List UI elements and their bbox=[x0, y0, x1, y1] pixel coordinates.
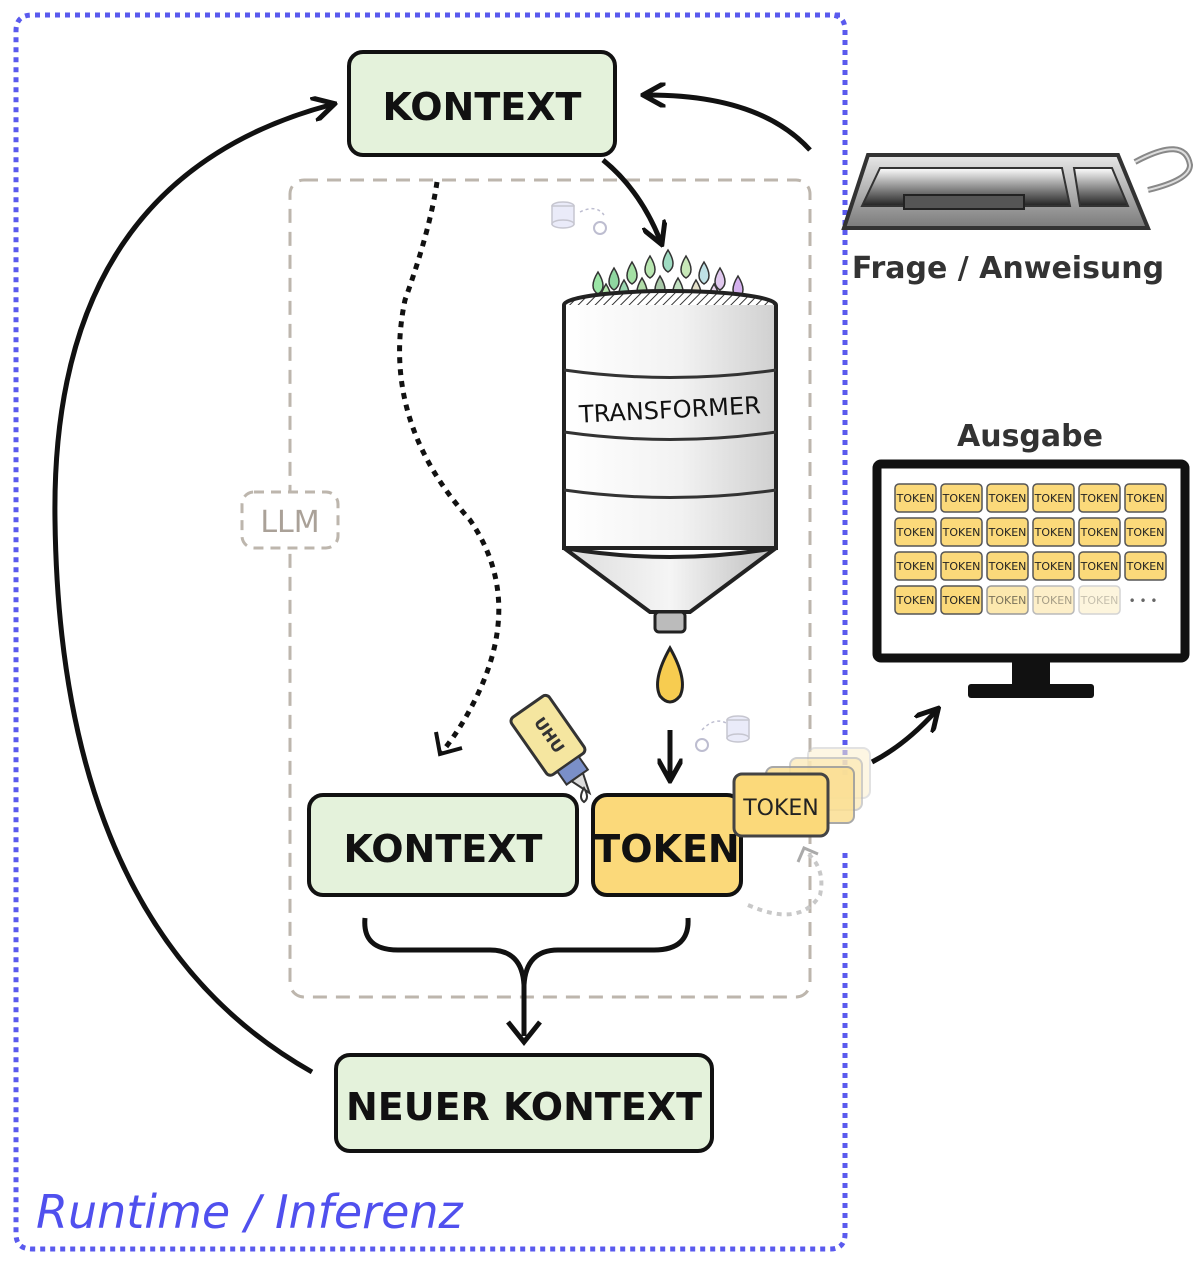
token-stack bbox=[732, 747, 871, 838]
output-token-cell bbox=[894, 585, 937, 615]
output-token-text: TOKEN bbox=[988, 560, 1027, 573]
dotted-arrow-head bbox=[434, 731, 463, 757]
output-token-text: TOKEN bbox=[896, 492, 935, 505]
output-token-text: TOKEN bbox=[1034, 526, 1073, 539]
glue-tube-icon bbox=[509, 693, 592, 804]
output-token-cell bbox=[1078, 483, 1121, 513]
arrow-token-to-output bbox=[870, 712, 935, 765]
output-token-cell bbox=[1032, 517, 1075, 547]
llm-badge bbox=[240, 490, 340, 550]
neuer-kontext-box bbox=[334, 1053, 714, 1153]
dotted-arrow-context-copy bbox=[397, 181, 502, 754]
output-token-cell bbox=[986, 585, 1029, 615]
output-token-text: TOKEN bbox=[942, 492, 981, 505]
output-ellipsis: • • • bbox=[1129, 594, 1158, 608]
output-token-cell bbox=[1032, 551, 1075, 581]
output-token-cell bbox=[1032, 585, 1075, 615]
token-box bbox=[591, 793, 743, 897]
dotted-feedback-arrow bbox=[747, 850, 824, 917]
ausgabe-label: Ausgabe bbox=[957, 419, 1103, 454]
output-token-cell bbox=[940, 551, 983, 581]
output-token-cell bbox=[1078, 551, 1121, 581]
output-token-text: TOKEN bbox=[1034, 492, 1073, 505]
output-token-cell bbox=[894, 517, 937, 547]
output-token-text: TOKEN bbox=[988, 492, 1027, 505]
output-token-text: TOKEN bbox=[1034, 594, 1073, 607]
frage-label: Frage / Anweisung bbox=[852, 251, 1164, 286]
output-token-text: TOKEN bbox=[988, 594, 1027, 607]
output-token-text: TOKEN bbox=[1126, 560, 1165, 573]
output-token-cell bbox=[986, 517, 1029, 547]
output-token-cell bbox=[1124, 551, 1167, 581]
arrow-frage-to-kontext bbox=[648, 95, 812, 152]
kontext-top-label: KONTEXT bbox=[383, 85, 582, 129]
output-token-text: TOKEN bbox=[1080, 594, 1119, 607]
output-token-text: TOKEN bbox=[1126, 492, 1165, 505]
output-token-text: TOKEN bbox=[896, 594, 935, 607]
output-token-cell bbox=[940, 517, 983, 547]
output-token-cell bbox=[894, 483, 937, 513]
output-token-grid: TOKEN TOKEN TOKEN TOKEN TOKEN TOKEN TOKEN TOKEN… bbox=[894, 483, 1167, 615]
llm-boundary bbox=[288, 178, 812, 999]
token-stack-label: TOKEN bbox=[742, 796, 819, 821]
output-token-text: TOKEN bbox=[988, 526, 1027, 539]
arrow-kontext-to-transformer bbox=[601, 158, 660, 240]
loop-arrow-to-kontext bbox=[52, 105, 330, 1075]
output-token-text: TOKEN bbox=[942, 526, 981, 539]
merge-bracket bbox=[362, 917, 691, 1036]
token-droplet bbox=[656, 644, 684, 704]
output-token-cell bbox=[940, 483, 983, 513]
output-token-text: TOKEN bbox=[1080, 560, 1119, 573]
keyboard-icon bbox=[841, 146, 1194, 230]
output-token-text: TOKEN bbox=[1126, 526, 1165, 539]
dotted-feedback-head bbox=[796, 846, 819, 863]
output-token-text: TOKEN bbox=[896, 560, 935, 573]
kontext-top-box bbox=[347, 50, 617, 157]
kontext-mid-label: KONTEXT bbox=[344, 827, 543, 871]
merge-arrow-head bbox=[506, 1020, 542, 1047]
neuer-kontext-label: NEUER KONTEXT bbox=[346, 1085, 702, 1129]
transformer-tank bbox=[562, 289, 778, 634]
output-token-cell bbox=[1078, 517, 1121, 547]
runtime-label: Runtime / Inferenz bbox=[36, 1185, 464, 1239]
output-token-text: TOKEN bbox=[942, 594, 981, 607]
output-token-cell bbox=[1078, 585, 1121, 615]
token-label: TOKEN bbox=[594, 827, 739, 871]
database-gear-icon bbox=[551, 201, 607, 235]
output-token-cell bbox=[894, 551, 937, 581]
output-token-cell bbox=[940, 585, 983, 615]
output-token-cell bbox=[1124, 483, 1167, 513]
input-droplets bbox=[592, 248, 744, 319]
output-token-text: TOKEN bbox=[942, 560, 981, 573]
output-token-text: TOKEN bbox=[896, 526, 935, 539]
output-token-cell bbox=[986, 483, 1029, 513]
output-token-text: TOKEN bbox=[1080, 526, 1119, 539]
kontext-mid-box bbox=[307, 793, 579, 897]
output-token-cell bbox=[1032, 483, 1075, 513]
llm-label: LLM bbox=[260, 505, 319, 540]
output-token-text: TOKEN bbox=[1034, 560, 1073, 573]
runtime-boundary bbox=[13, 12, 848, 1252]
output-token-cell bbox=[986, 551, 1029, 581]
output-token-cell bbox=[1124, 517, 1167, 547]
database-gear-icon-2 bbox=[695, 715, 750, 752]
output-token-text: TOKEN bbox=[1080, 492, 1119, 505]
